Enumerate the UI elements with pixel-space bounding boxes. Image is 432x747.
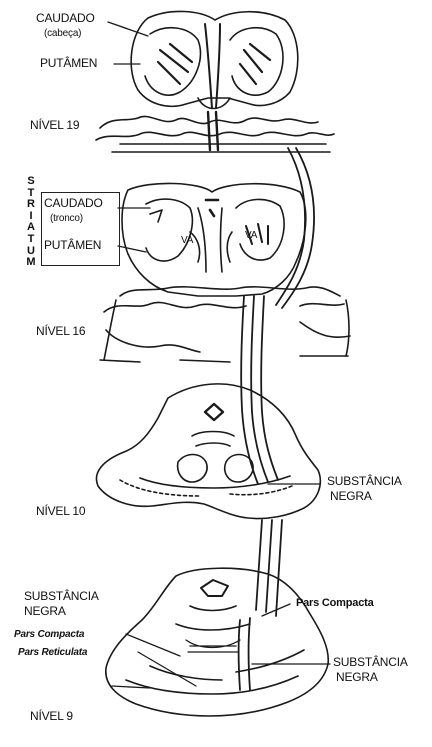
label-nivel-10: NÍVEL 10 — [36, 505, 85, 518]
label-pars-compacta-left: Pars Compacta — [14, 628, 84, 641]
section-level-9 — [106, 568, 330, 716]
striatum-letter: S — [25, 176, 37, 188]
striatum-letter: M — [25, 257, 37, 269]
label-substancia-negra-left: SUBSTÂNCIA — [24, 590, 99, 603]
label-striatum-vertical: S T R I A T U M — [25, 176, 37, 269]
label-caudado-cabeca: CAUDADO — [36, 12, 95, 25]
label-negra-bottom: NEGRA — [336, 671, 378, 684]
label-pars-reticulata: Pars Reticulata — [18, 646, 87, 659]
label-negra-mid: NEGRA — [330, 490, 372, 503]
label-caudado-tronco: CAUDADO — [44, 197, 103, 210]
label-va-left: VA — [181, 234, 193, 247]
fiber-tract-top — [276, 148, 305, 305]
label-nivel-16: NÍVEL 16 — [36, 325, 85, 338]
section-level-10 — [96, 384, 320, 616]
section-level-16 — [100, 183, 350, 484]
label-caudado-cabeca-sub: (cabeça) — [44, 27, 81, 40]
level10-outline — [96, 384, 320, 519]
label-substancia-negra-mid: SUBSTÂNCIA — [327, 475, 402, 488]
label-substancia-negra-bottom: SUBSTÂNCIA — [333, 656, 408, 669]
label-pars-compacta-right: Pars Compacta — [296, 597, 374, 610]
label-va-right: VA — [245, 229, 257, 242]
section-level-19 — [96, 11, 334, 308]
label-negra-left: NEGRA — [24, 605, 66, 618]
label-putamen-mid: PUTÂMEN — [44, 239, 101, 252]
label-nivel-19: NÍVEL 19 — [30, 119, 79, 132]
label-putamen-top: PUTÂMEN — [40, 57, 97, 70]
striatum-letter: T — [25, 234, 37, 246]
label-nivel-9: NÍVEL 9 — [30, 710, 73, 723]
label-caudado-tronco-sub: (tronco) — [50, 212, 83, 225]
